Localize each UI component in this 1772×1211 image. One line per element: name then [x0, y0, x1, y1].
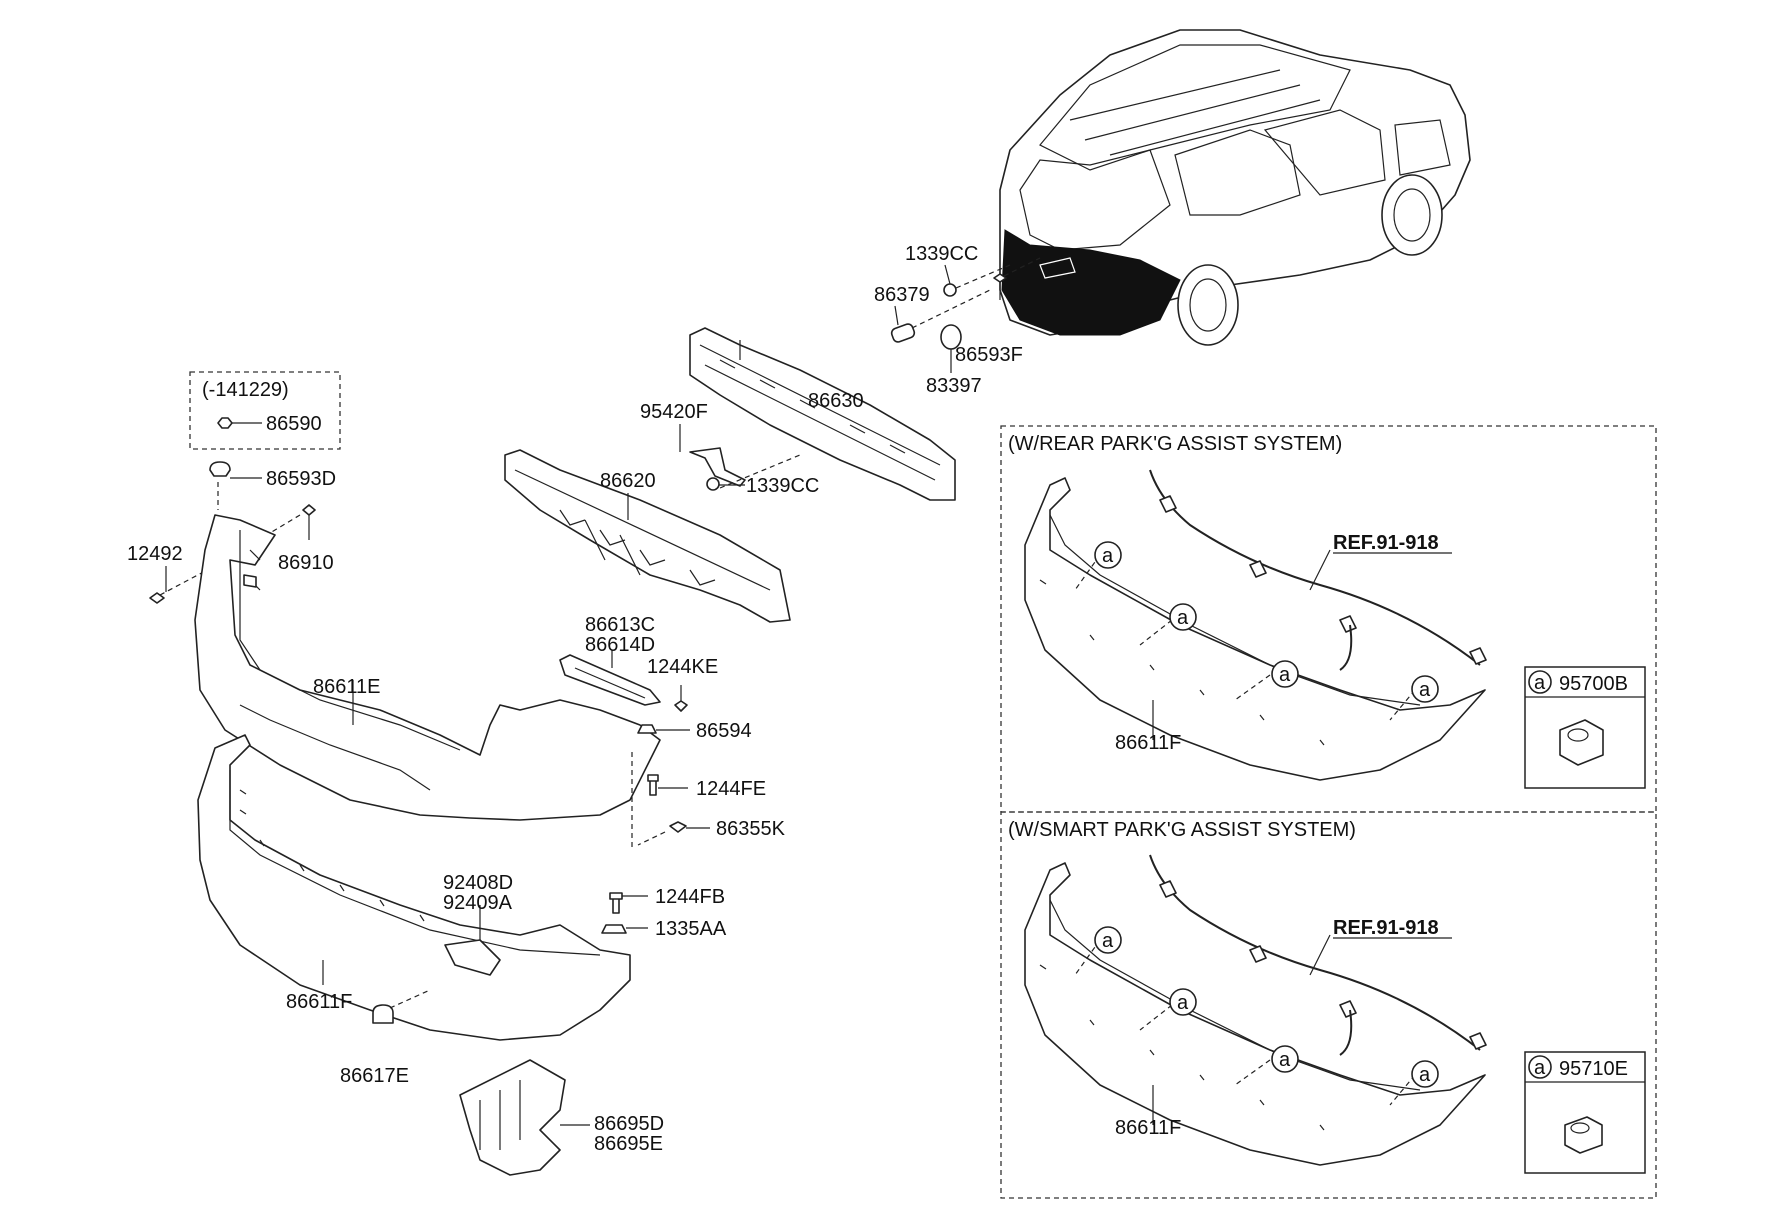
label-86611f: 86611F [286, 991, 352, 1013]
rear-panel-title: (W/REAR PARK'G ASSIST SYSTEM) [1008, 433, 1342, 455]
nut-1335aa [601, 924, 627, 934]
callout-a-5 [1094, 926, 1122, 954]
label-1335aa: 1335AA [655, 918, 727, 940]
label-86594: 86594 [696, 720, 752, 742]
label-95420f: 95420F [640, 401, 708, 423]
label-92408d: 92408D [443, 872, 513, 894]
rear-panel-text: (W/REAR PARK'G ASSIST SYSTEM) REF.91-918… [1008, 433, 1628, 754]
smart-panel-title: (W/SMART PARK'G ASSIST SYSTEM) [1008, 819, 1356, 841]
callout-a-6-text: a [1177, 992, 1189, 1014]
absorber-86620 [504, 449, 791, 623]
smart-panel-callouts [1094, 926, 1439, 1088]
label-141229: (-141229) [202, 379, 289, 401]
label-12492: 12492 [127, 543, 183, 565]
screw-86910 [302, 504, 316, 516]
callout-a-4 [1411, 675, 1439, 703]
rear-panel-bumper [1024, 469, 1487, 781]
rear-beam-86630 [689, 327, 956, 501]
label-1339cc-mid: 1339CC [746, 475, 819, 497]
label-1339cc-top: 1339CC [905, 243, 978, 265]
label-86614d: 86614D [585, 634, 655, 656]
smart-panel-text: (W/SMART PARK'G ASSIST SYSTEM) REF.91-91… [1008, 819, 1628, 1139]
smart-panel-bumper [1024, 854, 1487, 1166]
label-1244fb: 1244FB [655, 886, 725, 908]
label-86910: 86910 [278, 552, 334, 574]
panel-smart-park-assist [1000, 811, 1657, 1199]
rear-panel-part: 86611F [1115, 732, 1181, 754]
car-illustration [999, 29, 1471, 346]
label-86590: 86590 [266, 413, 322, 435]
screw-86355k [669, 821, 687, 833]
bolt-1244fb [609, 892, 623, 914]
callout-a-2-text: a [1177, 607, 1189, 629]
label-86695d: 86695D [594, 1113, 664, 1135]
label-83397: 83397 [926, 375, 982, 397]
callout-a-6 [1169, 988, 1197, 1016]
label-86630: 86630 [808, 390, 864, 412]
label-86695e: 86695E [594, 1133, 663, 1155]
sensor-box-callout-2: a [1534, 1057, 1546, 1079]
label-1244fe: 1244FE [696, 778, 766, 800]
undercover-86695d [459, 1059, 590, 1176]
rear-panel-callouts [1094, 541, 1439, 703]
sensor-code-95710e: 95710E [1559, 1058, 1628, 1080]
label-92409a: 92409A [443, 892, 513, 914]
label-1244ke: 1244KE [647, 656, 718, 678]
clip-86594 [637, 724, 657, 734]
callout-a-3-text: a [1279, 664, 1291, 686]
callout-a-7-text: a [1279, 1049, 1291, 1071]
smart-panel-ref: REF.91-918 [1333, 917, 1439, 939]
screw-12492 [149, 592, 165, 604]
bracket-95420f [689, 447, 801, 491]
screw-86593f [993, 273, 1007, 283]
callout-a-1-text: a [1102, 545, 1114, 567]
callout-a-5-text: a [1102, 930, 1114, 952]
cap-86617e [372, 1004, 394, 1024]
smart-panel-part: 86611F [1115, 1117, 1181, 1139]
variant-box-141229 [189, 371, 341, 450]
sensor-box-callout: a [1534, 672, 1546, 694]
clip-86593d [209, 461, 231, 477]
rear-panel-ref: REF.91-918 [1333, 532, 1439, 554]
bracket-86613c [559, 654, 661, 706]
callout-a-3 [1271, 660, 1299, 688]
label-86593f: 86593F [955, 344, 1023, 366]
callout-a-1 [1094, 541, 1122, 569]
callout-a-8 [1411, 1060, 1439, 1088]
part-labels: 1339CC 86379 86593F 83397 95420F 86630 1… [127, 243, 1023, 1155]
bolt-1244fe [647, 774, 659, 796]
lower-bumper-86611f [197, 734, 631, 1041]
callout-a-4-text: a [1419, 679, 1431, 701]
label-86593d: 86593D [266, 468, 336, 490]
label-86355k: 86355K [716, 818, 786, 840]
cap-86379 [890, 323, 916, 343]
label-86620: 86620 [600, 470, 656, 492]
sensor-code-95700b: 95700B [1559, 673, 1628, 695]
label-86611e: 86611E [313, 676, 380, 698]
bolt-1244ke [674, 700, 688, 712]
sensor-icon-95710e [1564, 1116, 1603, 1154]
label-86379: 86379 [874, 284, 930, 306]
leader-lines [165, 264, 952, 592]
label-86617e: 86617E [340, 1065, 409, 1087]
nut-1339cc-top [943, 283, 957, 297]
callout-a-7 [1271, 1045, 1299, 1073]
bumper-cover-86611e [194, 514, 661, 821]
reflector-92408d [444, 939, 501, 976]
label-86613c: 86613C [585, 614, 655, 636]
callout-a-8-text: a [1419, 1064, 1431, 1086]
clip-86590 [217, 417, 233, 429]
callout-a-2 [1169, 603, 1197, 631]
sensor-icon-95700b [1559, 719, 1604, 766]
